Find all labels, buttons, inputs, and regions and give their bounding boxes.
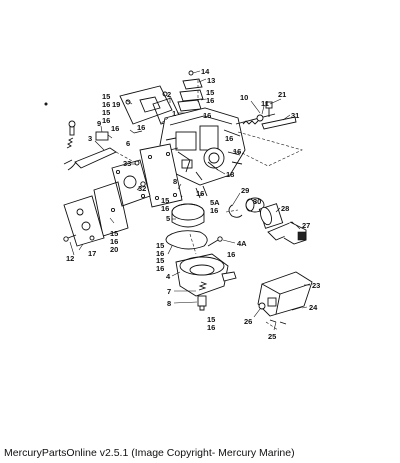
callout-15: 15 [161,196,169,205]
part-19-top-cover [119,85,173,125]
callout-15: 15 [102,92,110,101]
part-13-plate [182,78,203,90]
callout-6: 6 [126,139,130,148]
callout-27: 27 [302,221,310,230]
callout-15: 15 [156,241,164,250]
callout-1: 1 [172,109,176,118]
copyright-caption: MercuryPartsOnline v2.5.1 (Image Copyrig… [4,447,295,459]
callout-31: 31 [291,111,299,120]
callout-16: 16 [110,237,118,246]
leader-lines [69,70,310,331]
callout-3: 3 [88,134,92,143]
cover-plate [179,89,204,102]
part-11-pump-body [111,159,151,207]
callout-10: 10 [240,93,248,102]
callout-30: 30 [253,197,261,206]
callout-9: 9 [97,119,101,128]
callout-12: 12 [66,254,74,263]
callout-16: 16 [111,124,119,133]
callout-5A: 5A [210,198,220,207]
callout-16: 16 [102,116,110,125]
callout-16: 16 [207,323,215,332]
callout-labels: 14 13 15 16 15 16 19 2 15 16 1 16 10 21 … [66,67,320,341]
callout-16: 16 [206,96,214,105]
part-23-housing [257,271,313,317]
callout-17: 17 [88,249,96,258]
part-17-pump-cover [63,195,105,247]
callout-16: 16 [156,249,164,258]
callout-8: 8 [173,177,177,186]
callout-21: 21 [278,90,286,99]
callout-19: 19 [112,100,120,109]
callout-2: 2 [167,90,171,99]
callout-18: 18 [226,170,234,179]
callout-16: 16 [210,206,218,215]
callout-24: 24 [309,303,318,312]
callout-32: 32 [138,184,146,193]
callout-25: 25 [268,332,276,341]
part-3-lever [74,147,117,169]
callout-33: 33 [123,159,131,168]
callout-15: 15 [156,256,164,265]
callout-16: 16 [196,189,204,198]
part-27-handle [267,221,307,245]
part-1-carburetor-body [159,107,246,186]
exploded-parts-diagram: 14 13 15 16 15 16 19 2 15 16 1 16 10 21 … [44,67,320,341]
callout-16: 16 [225,134,233,143]
callout-28: 28 [281,204,289,213]
callout-23: 23 [312,281,320,290]
callout-20: 20 [110,245,118,254]
callout-7: 7 [167,287,171,296]
callout-16: 16 [137,123,145,132]
callout-16: 16 [161,204,169,213]
part-4-float-bowl [175,253,237,297]
callout-16: 16 [227,250,235,259]
callout-4: 4 [166,272,171,281]
callout-26: 26 [244,317,252,326]
callout-15: 15 [110,229,118,238]
part-14-screw [188,70,194,76]
parts-artwork [44,70,313,331]
callout-11: 11 [261,99,269,108]
callout-16: 16 [102,100,110,109]
callout-15: 15 [102,108,110,117]
callout-8: 8 [167,299,171,308]
callout-15: 15 [206,88,214,97]
callout-16: 16 [203,111,211,120]
callout-5: 5 [166,214,170,223]
callout-29: 29 [241,186,249,195]
part-20-diaphragm [93,181,129,237]
callout-15: 15 [207,315,215,324]
callout-16: 16 [156,264,164,273]
cover-gasket [177,99,202,112]
callout-4A: 4A [237,239,247,248]
callout-14: 14 [201,67,210,76]
callout-13: 13 [207,76,215,85]
callout-16: 16 [233,147,241,156]
part-28-cylinder [258,203,284,229]
bowl-gasket [165,230,208,250]
